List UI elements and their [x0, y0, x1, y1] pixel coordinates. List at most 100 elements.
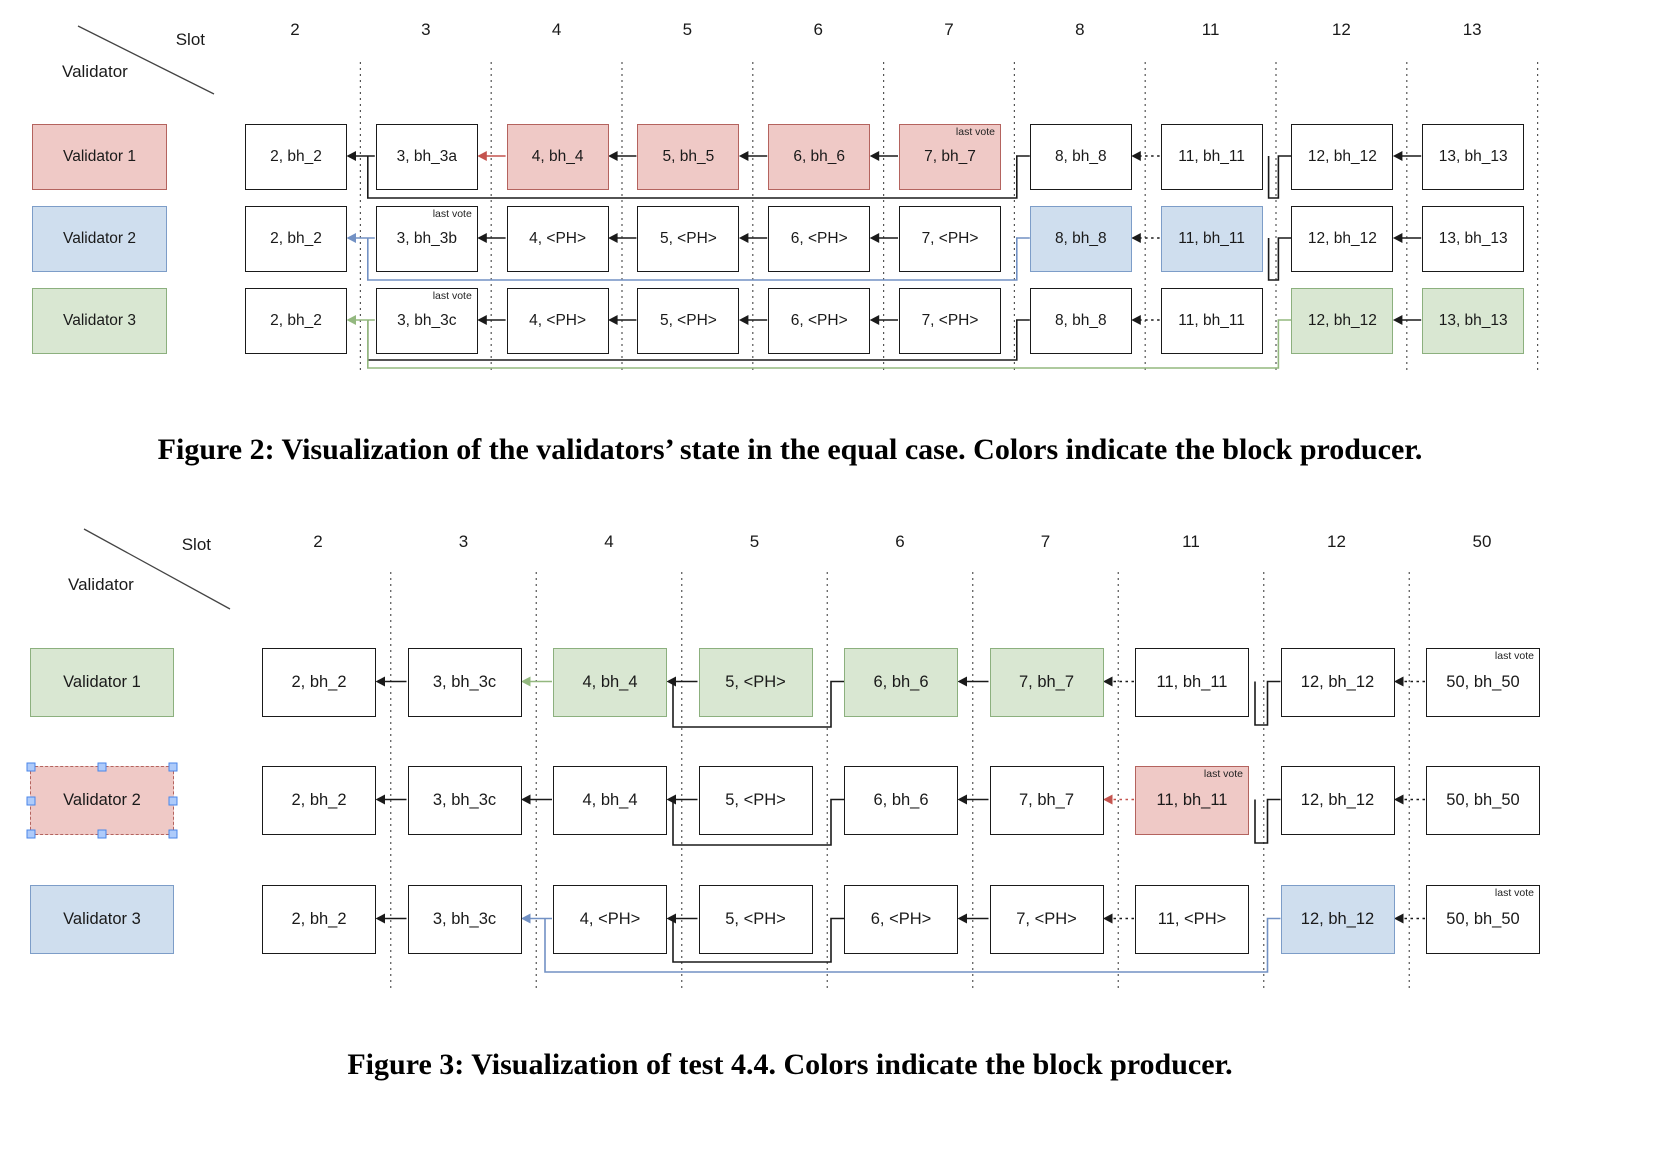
block-cell: 6, bh_6 — [768, 124, 871, 190]
selection-handle[interactable] — [26, 762, 36, 772]
block-cell: 50, bh_50 — [1426, 766, 1540, 835]
block-cell: 3, bh_3a — [375, 124, 478, 190]
arrowhead-icon — [521, 794, 531, 805]
arrowhead-icon — [1103, 794, 1113, 805]
block-cell: 12, bh_12 — [1291, 124, 1394, 190]
block-cell: 5, <PH> — [698, 885, 813, 954]
block-cell: 3, bh_3c — [407, 648, 522, 717]
block-label: 4, <PH> — [529, 312, 587, 329]
selection-handle[interactable] — [97, 762, 107, 772]
last-vote-label: last vote — [432, 290, 472, 302]
block-label: 2, bh_2 — [291, 910, 347, 928]
block-label: 7, bh_7 — [1018, 673, 1075, 691]
block-label: 5, <PH> — [725, 791, 786, 809]
arrowhead-icon — [346, 315, 356, 325]
block-cell: 3, bh_3c last vote — [375, 288, 478, 354]
selection-handle[interactable] — [168, 762, 178, 772]
arrowhead-icon — [477, 315, 487, 325]
arrowhead-icon — [346, 233, 356, 243]
block-label: 11, bh_11 — [1156, 791, 1228, 809]
corner-diagonal-line — [77, 25, 215, 95]
block-label: 4, bh_4 — [582, 791, 638, 809]
arrowhead-icon — [1103, 913, 1113, 924]
block-label: 6, bh_6 — [873, 673, 929, 691]
arrowhead-icon — [375, 676, 385, 687]
block-cell: 8, bh_8 — [1029, 206, 1132, 272]
arrowhead-icon — [477, 233, 487, 243]
arrowhead-icon — [1103, 676, 1113, 687]
arrowhead-icon — [608, 151, 618, 161]
block-label: 11, bh_11 — [1178, 148, 1245, 165]
arrowhead-icon — [608, 233, 618, 243]
block-cell: 12, bh_12 — [1291, 288, 1394, 354]
validator-label: Validator 3 — [63, 312, 136, 329]
block-cell: 8, bh_8 — [1029, 288, 1132, 354]
validator-label: Validator 1 — [63, 148, 136, 165]
last-vote-label: last vote — [1494, 887, 1534, 899]
block-label: 3, bh_3c — [432, 791, 497, 809]
selection-handle[interactable] — [97, 829, 107, 839]
chain-elbow-connector — [366, 319, 1292, 369]
arrowhead-icon — [1131, 233, 1141, 243]
arrowhead-icon — [1392, 233, 1403, 243]
block-label: 7, <PH> — [921, 312, 979, 329]
block-label: 7, bh_7 — [1018, 791, 1075, 809]
block-label: 13, bh_13 — [1438, 312, 1508, 329]
block-cell: 3, bh_3c — [407, 885, 522, 954]
chain-elbow-connector — [672, 798, 844, 846]
chain-elbow-connector — [366, 155, 1030, 199]
arrowhead-icon — [957, 676, 967, 687]
selection-handle[interactable] — [168, 796, 178, 805]
chain-elbow-connector — [366, 237, 1030, 281]
block-cell: 13, bh_13 — [1422, 206, 1525, 272]
validator-label: Validator 2 — [63, 791, 141, 809]
block-cell: 11, bh_11 — [1135, 648, 1249, 717]
block-label: 3, bh_3c — [432, 673, 497, 691]
arrowhead-icon — [666, 913, 676, 924]
block-label: 2, bh_2 — [270, 148, 322, 165]
selection-handle[interactable] — [168, 829, 178, 839]
arrowhead-icon — [869, 233, 880, 243]
chain-elbow-connector — [1254, 798, 1281, 844]
block-cell: 7, <PH> — [989, 885, 1104, 954]
block-label: 50, bh_50 — [1446, 791, 1520, 809]
block-label: 13, bh_13 — [1438, 148, 1508, 165]
block-cell: 5, <PH> — [637, 288, 740, 354]
block-label: 3, bh_3c — [397, 312, 457, 329]
selection-handle[interactable] — [26, 796, 36, 805]
block-label: 4, bh_4 — [531, 148, 584, 165]
block-label: 8, bh_8 — [1054, 148, 1107, 165]
block-cell: 6, <PH> — [768, 206, 871, 272]
block-label: 11, <PH> — [1157, 910, 1227, 928]
validator-label: Validator 1 — [63, 673, 141, 691]
arrowhead-icon — [1394, 794, 1404, 805]
block-label: 11, bh_11 — [1156, 673, 1228, 691]
arrowhead-icon — [1131, 315, 1141, 325]
selection-handle[interactable] — [26, 829, 36, 839]
block-label: 2, bh_2 — [270, 230, 322, 247]
slot-header: 12 — [1327, 532, 1346, 551]
arrowhead-icon — [477, 151, 487, 161]
slot-header: 7 — [1040, 532, 1051, 551]
block-label: 4, <PH> — [529, 230, 587, 247]
block-label: 6, bh_6 — [873, 791, 929, 809]
block-cell: 11, bh_11 — [1160, 288, 1263, 354]
block-cell: 8, bh_8 — [1029, 124, 1132, 190]
slot-header: 5 — [682, 20, 693, 39]
arrowhead-icon — [666, 676, 676, 687]
block-cell: 12, bh_12 — [1291, 206, 1394, 272]
block-label: 6, <PH> — [790, 312, 848, 329]
last-vote-label: last vote — [1494, 650, 1534, 662]
corner-slot-label: Slot — [181, 535, 211, 554]
block-label: 6, <PH> — [870, 910, 932, 928]
chain-elbow-connector — [544, 917, 1281, 973]
validator-box: Validator 3 — [32, 288, 167, 354]
slot-header: 4 — [551, 20, 562, 39]
slot-header: 13 — [1462, 20, 1482, 39]
block-label: 6, bh_6 — [793, 148, 846, 165]
last-vote-label: last vote — [955, 126, 995, 138]
block-cell: 6, <PH> — [844, 885, 958, 954]
block-label: 50, bh_50 — [1446, 910, 1520, 928]
block-cell: 12, bh_12 — [1280, 766, 1395, 835]
